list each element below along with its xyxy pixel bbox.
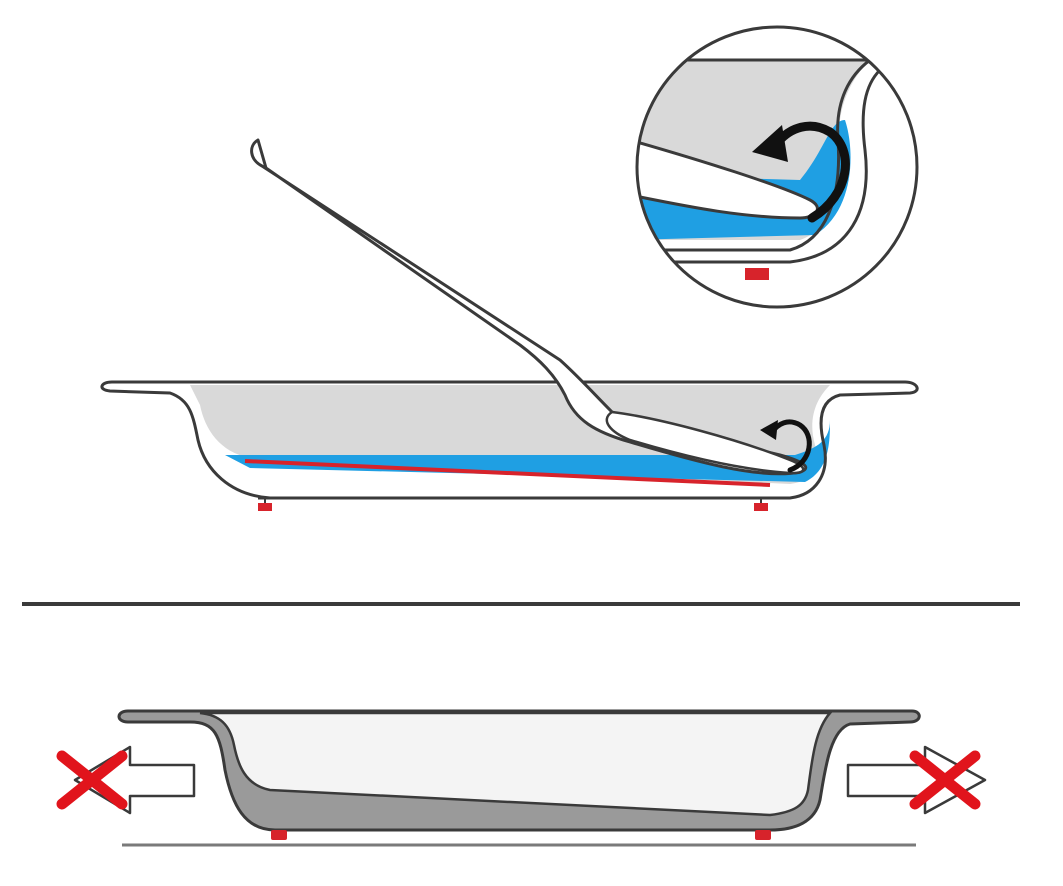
curved-arrow-icon [769,419,812,473]
tilted-base-line [244,459,771,487]
top-panel [100,138,919,511]
bottom-foot-left [271,830,287,840]
zoom-curved-arrow-icon [773,121,850,223]
zoom-foot [745,268,769,280]
crossed-arrow-icon-left [56,745,196,815]
plate-inner-bowl [199,711,833,817]
foot-right [754,503,768,511]
zoom-circle-border [635,25,919,309]
foot-left [258,503,272,511]
spoon-bowl [605,410,805,475]
crossed-arrow-icon-right [846,745,987,815]
zoom-rim-outer [637,68,882,264]
bottom-foot-right [755,830,771,840]
bottom-panel [56,709,987,847]
zoom-arrow-head [752,125,788,162]
curved-arrow-head [760,420,778,440]
zoom-inset [635,25,919,309]
spoon-icon [250,138,808,476]
